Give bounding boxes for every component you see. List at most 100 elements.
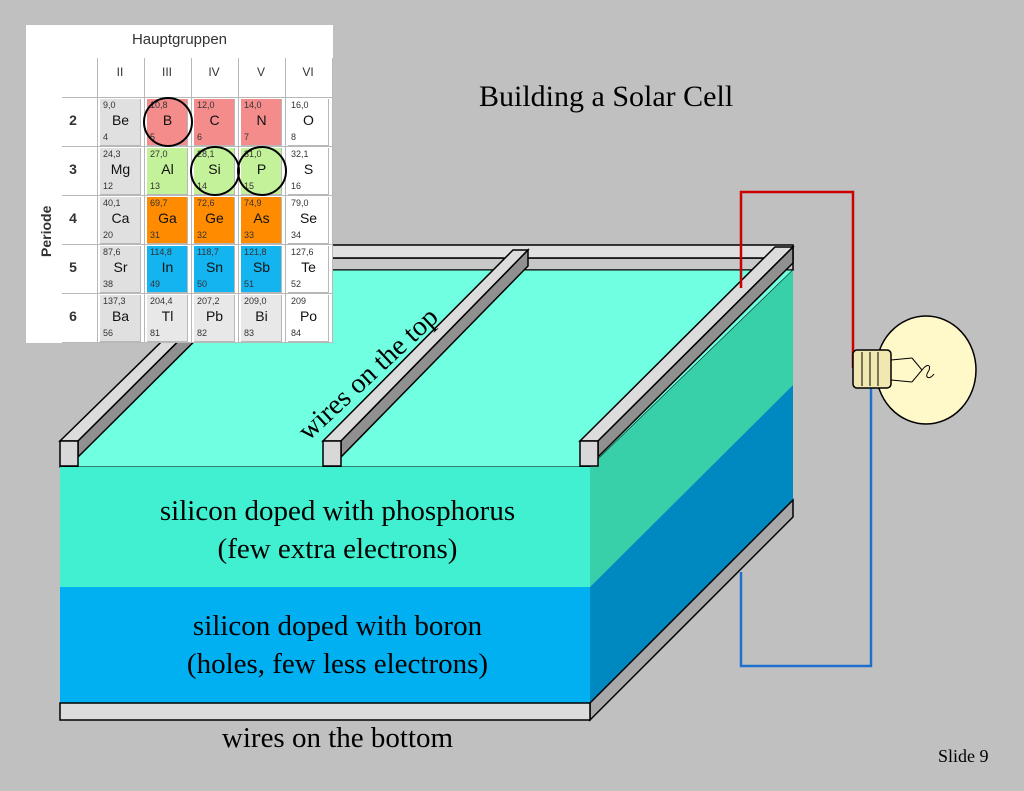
group-header: VI bbox=[302, 65, 314, 79]
highlight-circle bbox=[143, 97, 193, 147]
grid-line bbox=[144, 58, 145, 343]
atomic-number: 31 bbox=[150, 230, 161, 240]
atomic-number: 51 bbox=[244, 279, 255, 289]
atomic-number: 38 bbox=[103, 279, 114, 289]
periodic-table-heading: Hauptgruppen bbox=[131, 31, 228, 48]
bottom-wire-plate bbox=[59, 498, 794, 722]
periodic-table-axis-label: Periode bbox=[38, 205, 54, 257]
n-layer-label: silicon doped with phosphorus (few extra… bbox=[60, 492, 615, 568]
atomic-number: 81 bbox=[150, 328, 161, 338]
atomic-number: 13 bbox=[150, 181, 161, 191]
atomic-number: 34 bbox=[291, 230, 302, 240]
highlight-circle bbox=[237, 146, 287, 196]
atomic-mass: 40,1 bbox=[103, 198, 121, 208]
atomic-mass: 209 bbox=[291, 296, 307, 306]
period-header: 5 bbox=[69, 259, 77, 275]
element-symbol: Ba bbox=[111, 308, 130, 324]
group-header: IV bbox=[208, 65, 220, 79]
atomic-number: 8 bbox=[291, 132, 297, 142]
element-symbol: Be bbox=[111, 112, 130, 128]
blue-circuit-wire bbox=[739, 384, 873, 668]
atomic-number: 20 bbox=[103, 230, 114, 240]
element-symbol: Tl bbox=[161, 308, 174, 324]
element-symbol: S bbox=[303, 161, 314, 177]
atomic-mass: 12,0 bbox=[197, 100, 215, 110]
atomic-mass: 69,7 bbox=[150, 198, 168, 208]
atomic-mass: 16,0 bbox=[291, 100, 309, 110]
slide-title: Building a Solar Cell bbox=[479, 80, 734, 113]
element-symbol: Se bbox=[299, 210, 318, 226]
atomic-mass: 114,8 bbox=[150, 247, 172, 257]
grid-line bbox=[62, 97, 333, 98]
atomic-mass: 118,7 bbox=[197, 247, 219, 257]
group-header: II bbox=[116, 65, 124, 79]
element-symbol: N bbox=[256, 112, 267, 128]
light-bulb-icon bbox=[852, 315, 977, 425]
atomic-mass: 24,3 bbox=[103, 149, 121, 159]
atomic-mass: 14,0 bbox=[244, 100, 262, 110]
element-symbol: Ge bbox=[205, 210, 224, 226]
atomic-mass: 209,0 bbox=[244, 296, 267, 306]
n-layer-front-face bbox=[60, 467, 590, 587]
back-top-wire bbox=[329, 244, 794, 271]
atomic-mass: 121,8 bbox=[244, 247, 267, 257]
grid-line bbox=[238, 58, 239, 343]
bottom-wires-label: wires on the bottom bbox=[221, 722, 454, 754]
group-header: III bbox=[161, 65, 172, 79]
element-symbol: Te bbox=[301, 259, 316, 275]
element-symbol: Ga bbox=[158, 210, 177, 226]
atomic-mass: 207,2 bbox=[197, 296, 220, 306]
element-symbol: As bbox=[253, 210, 270, 226]
atomic-number: 12 bbox=[103, 181, 114, 191]
period-header: 2 bbox=[69, 112, 77, 128]
highlight-circle bbox=[190, 146, 240, 196]
atomic-number: 49 bbox=[150, 279, 161, 289]
grid-line bbox=[62, 293, 333, 294]
atomic-number: 33 bbox=[244, 230, 255, 240]
element-symbol: Al bbox=[161, 161, 174, 177]
atomic-number: 50 bbox=[197, 279, 208, 289]
p-layer-side-face bbox=[590, 385, 793, 703]
atomic-mass: 204,4 bbox=[150, 296, 173, 306]
n-layer-side-face bbox=[590, 270, 793, 587]
atomic-mass: 9,0 bbox=[103, 100, 116, 110]
atomic-number: 82 bbox=[197, 328, 208, 338]
atomic-mass: 72,6 bbox=[197, 198, 215, 208]
element-symbol: Sr bbox=[113, 259, 128, 275]
atomic-mass: 27,0 bbox=[150, 149, 168, 159]
grid-line bbox=[285, 58, 286, 343]
p-layer-label: silicon doped with boron (holes, few les… bbox=[60, 607, 615, 683]
grid-line bbox=[62, 146, 333, 147]
element-symbol: Mg bbox=[110, 161, 131, 177]
slide-number: Slide 9 bbox=[938, 746, 989, 766]
period-header: 6 bbox=[69, 308, 77, 324]
period-header: 4 bbox=[69, 210, 77, 226]
atomic-number: 52 bbox=[291, 279, 302, 289]
grid-line bbox=[62, 195, 333, 196]
red-circuit-wire bbox=[739, 190, 855, 368]
element-symbol: Po bbox=[299, 308, 318, 324]
element-symbol: Sn bbox=[205, 259, 224, 275]
atomic-number: 4 bbox=[103, 132, 109, 142]
n-layer-label-line1: silicon doped with phosphorus bbox=[159, 495, 516, 527]
grid-line bbox=[191, 58, 192, 343]
atomic-number: 6 bbox=[197, 132, 203, 142]
atomic-mass: 87,6 bbox=[103, 247, 121, 257]
top-wire-right bbox=[578, 245, 795, 467]
